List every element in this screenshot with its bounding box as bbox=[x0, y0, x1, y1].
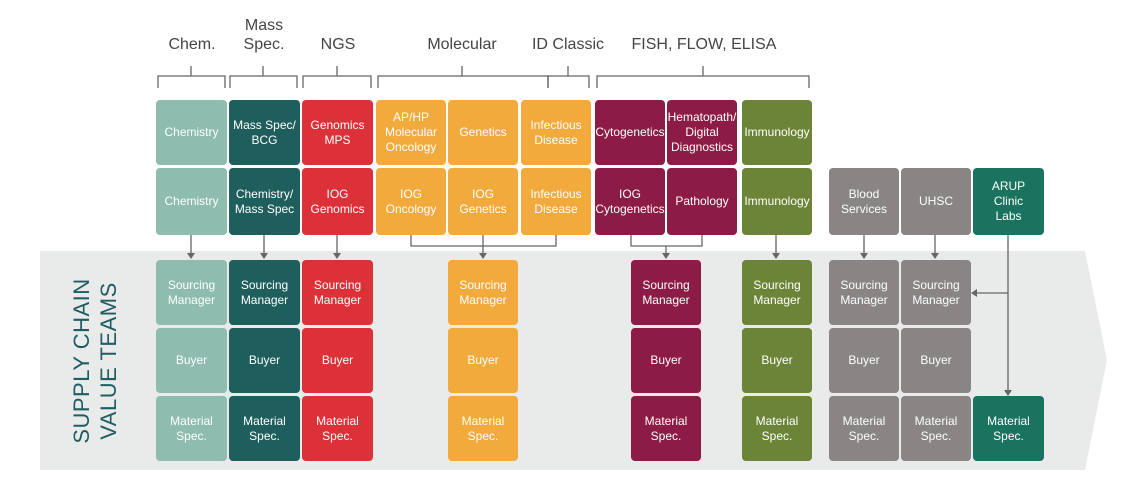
header-ngs: NGS bbox=[320, 36, 356, 53]
box-mass-spec-bcg: Mass Spec/ BCG bbox=[229, 100, 300, 165]
buyer-mass-spec: Buyer bbox=[229, 328, 300, 393]
box-cytogenetics: Cytogenetics bbox=[595, 100, 665, 165]
box-pathology: Pathology bbox=[667, 168, 737, 235]
box-genomics-mps: Genomics MPS bbox=[302, 100, 373, 165]
box-genetics: Genetics bbox=[448, 100, 518, 165]
box-blood-services: Blood Services bbox=[829, 168, 899, 235]
box-uhsc: UHSC bbox=[901, 168, 971, 235]
header-molecular: Molecular bbox=[427, 36, 497, 53]
material-spec-arup: Material Spec. bbox=[973, 396, 1044, 461]
band-title: SUPPLY CHAIN VALUE TEAMS bbox=[58, 263, 132, 459]
material-spec-chem: Material Spec. bbox=[156, 396, 227, 461]
sourcing-manager-immunology: Sourcing Manager bbox=[742, 260, 812, 325]
box-iog-genomics: IOG Genomics bbox=[302, 168, 373, 235]
sourcing-manager-blood: Sourcing Manager bbox=[829, 260, 899, 325]
material-spec-ngs: Material Spec. bbox=[302, 396, 373, 461]
header-chem: Chem. bbox=[168, 36, 216, 53]
buyer-molecular: Buyer bbox=[448, 328, 518, 393]
connectors bbox=[190, 235, 1009, 391]
box-arup-clinic-labs: ARUP Clinic Labs bbox=[973, 168, 1044, 235]
header-mass-spec: Mass Spec. bbox=[243, 17, 285, 53]
header-fish-flow-elisa: FISH, FLOW, ELISA bbox=[631, 36, 777, 53]
box-chemistry-2: Chemistry bbox=[156, 168, 227, 235]
buyer-immunology: Buyer bbox=[742, 328, 812, 393]
sourcing-manager-uhsc: Sourcing Manager bbox=[901, 260, 971, 325]
header-brackets bbox=[157, 66, 810, 88]
sourcing-manager-molecular: Sourcing Manager bbox=[448, 260, 518, 325]
buyer-uhsc: Buyer bbox=[901, 328, 971, 393]
box-aphp-molecular-oncology: AP/HP Molecular Oncology bbox=[376, 100, 446, 165]
sourcing-manager-fish: Sourcing Manager bbox=[631, 260, 701, 325]
arrowheads bbox=[187, 253, 1012, 396]
buyer-blood: Buyer bbox=[829, 328, 899, 393]
material-spec-uhsc: Material Spec. bbox=[901, 396, 971, 461]
header-id-classic: ID Classic bbox=[531, 36, 604, 53]
box-immunology-2: Immunology bbox=[742, 168, 812, 235]
sourcing-manager-ngs: Sourcing Manager bbox=[302, 260, 373, 325]
material-spec-molecular: Material Spec. bbox=[448, 396, 518, 461]
band-title-line2: VALUE TEAMS bbox=[96, 282, 121, 440]
box-infectious-disease-2: Infectious Disease bbox=[521, 168, 591, 235]
material-spec-immunology: Material Spec. bbox=[742, 396, 812, 461]
box-iog-oncology: IOG Oncology bbox=[376, 168, 446, 235]
box-infectious-disease-1: Infectious Disease bbox=[521, 100, 591, 165]
box-chemistry: Chemistry bbox=[156, 100, 227, 165]
buyer-ngs: Buyer bbox=[302, 328, 373, 393]
box-hematopath-digital-diagnostics: Hematopath/ Digital Diagnostics bbox=[667, 100, 737, 165]
material-spec-blood: Material Spec. bbox=[829, 396, 899, 461]
material-spec-mass-spec: Material Spec. bbox=[229, 396, 300, 461]
box-iog-cytogenetics: IOG Cytogenetics bbox=[595, 168, 665, 235]
band-title-line1: SUPPLY CHAIN bbox=[69, 278, 94, 444]
sourcing-manager-chem: Sourcing Manager bbox=[156, 260, 227, 325]
sourcing-manager-mass-spec: Sourcing Manager bbox=[229, 260, 300, 325]
box-immunology-1: Immunology bbox=[742, 100, 812, 165]
buyer-chem: Buyer bbox=[156, 328, 227, 393]
box-chemistry-mass-spec: Chemistry/ Mass Spec bbox=[229, 168, 300, 235]
buyer-fish: Buyer bbox=[631, 328, 701, 393]
box-iog-genetics: IOG Genetics bbox=[448, 168, 518, 235]
material-spec-fish: Material Spec. bbox=[631, 396, 701, 461]
